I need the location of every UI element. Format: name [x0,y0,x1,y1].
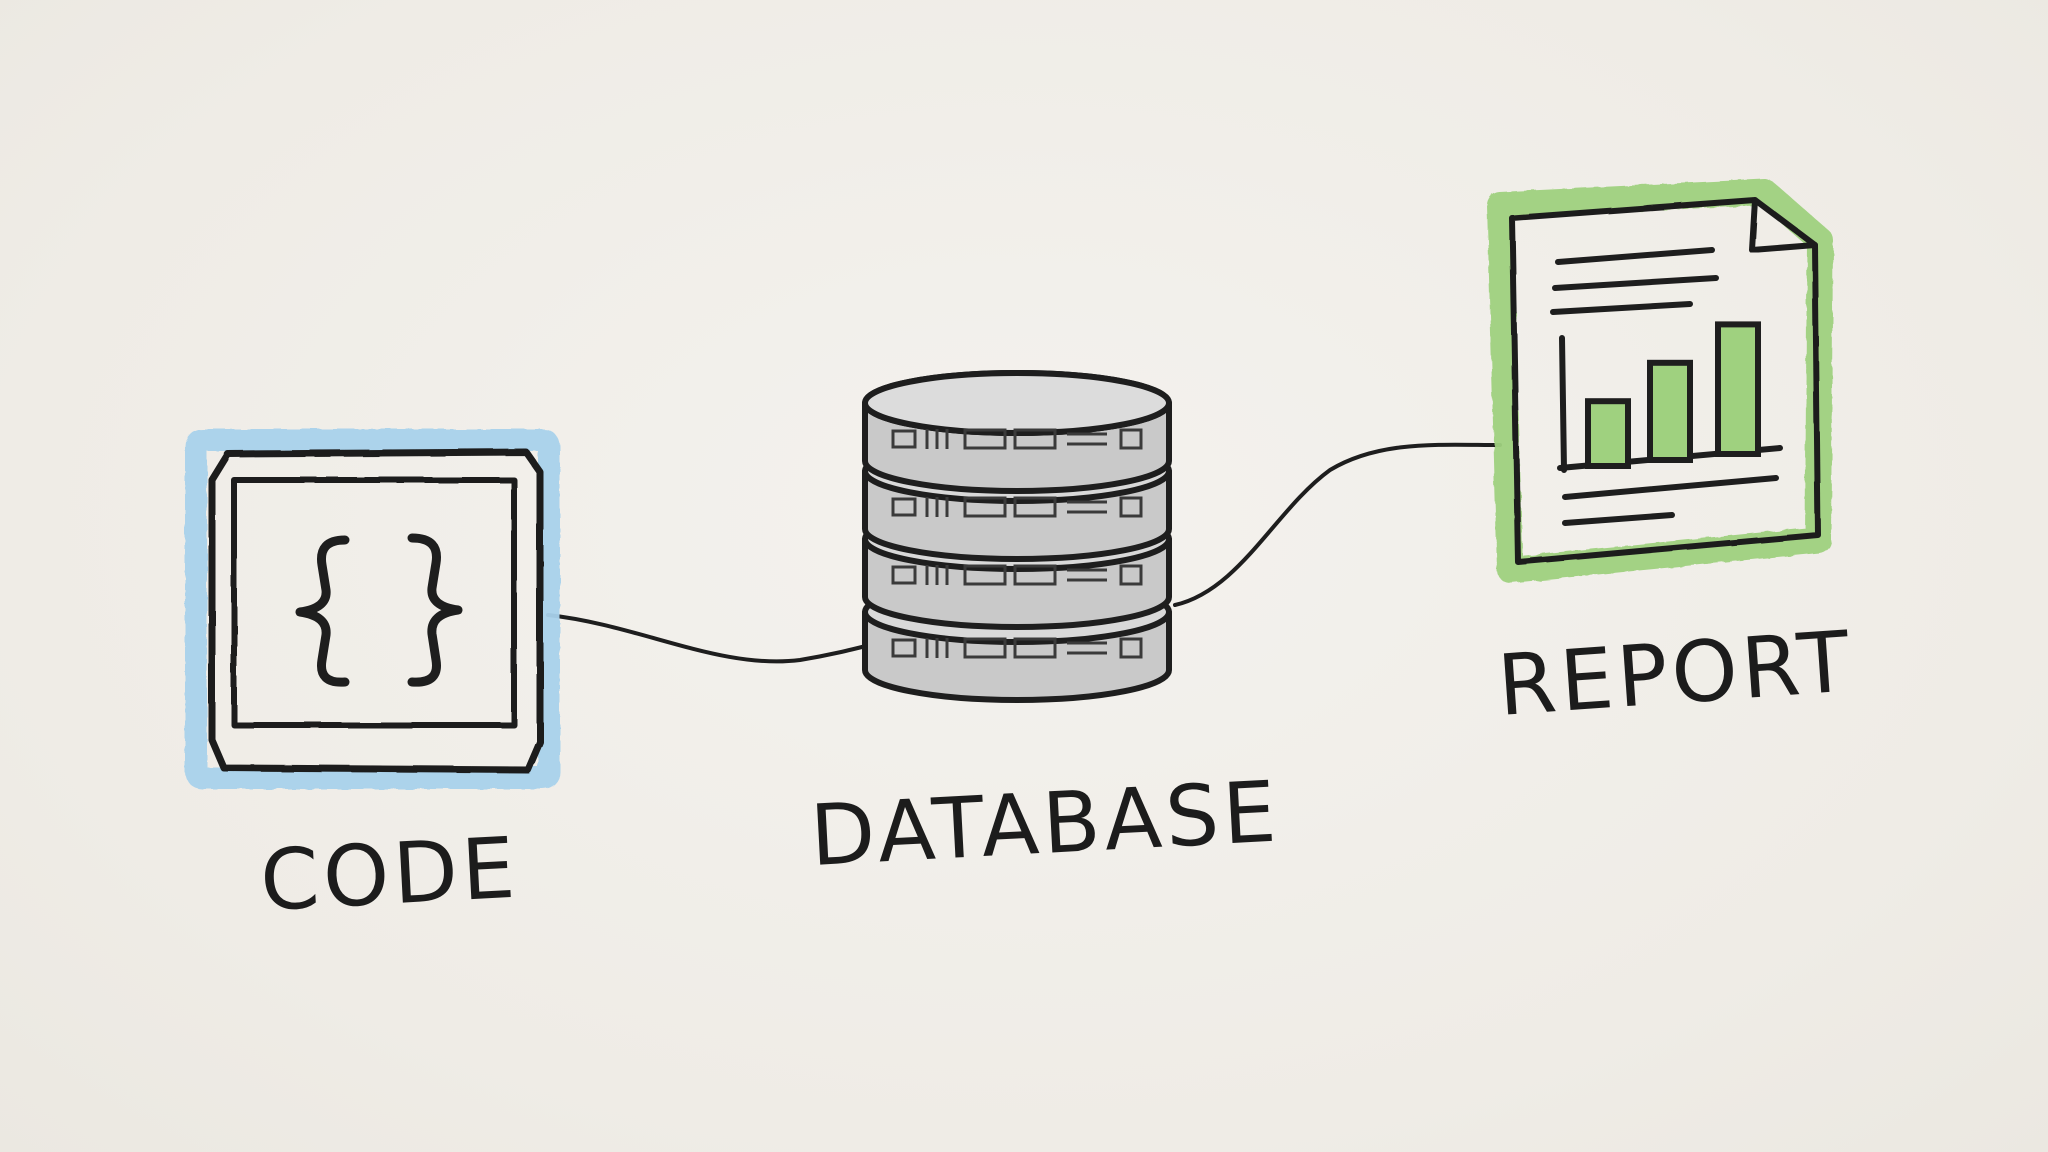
database-label: DATABASE [808,763,1282,885]
report-label: REPORT [1495,612,1857,735]
connector-database-report [1173,442,1502,607]
report-node[interactable]: REPORT [1487,179,1857,735]
report-document-icon [1487,179,1833,583]
report-bar [1585,398,1631,470]
code-node[interactable]: CODE [185,429,560,930]
code-braces-icon [185,429,560,789]
report-bar [1715,321,1761,457]
database-disk [862,370,1172,494]
report-bar-chart [1585,321,1761,470]
connector-code-database [546,613,872,664]
database-icon [862,370,1172,703]
code-label: CODE [258,819,521,930]
report-bar [1647,359,1693,463]
database-node[interactable]: DATABASE [808,370,1282,885]
